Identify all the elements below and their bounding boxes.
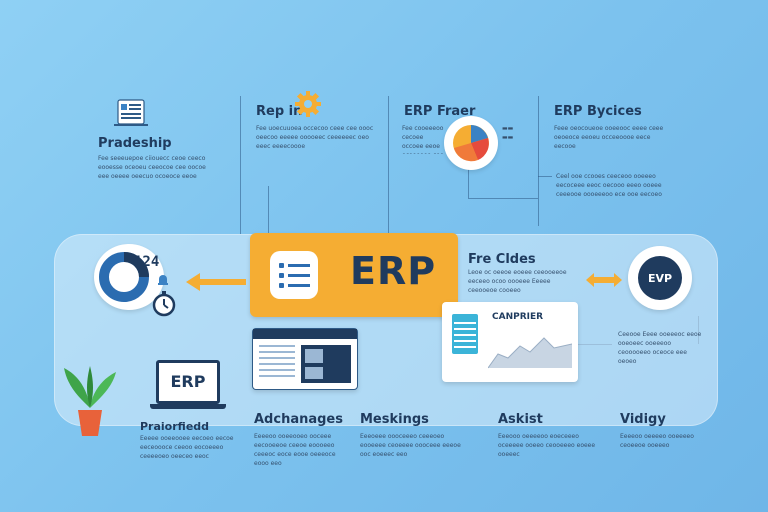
section-body: Eeeooo oeeeeoo eoeceeeo oceeeee ooeeo ce… <box>498 433 596 458</box>
evp-label: EVP <box>647 272 673 285</box>
panel-block-inner <box>305 367 323 379</box>
note-body: Ceel ooe ccooes ceeceoo ooeeeo eecoceee … <box>556 173 662 198</box>
evp-badge: EVP <box>628 246 692 310</box>
section-title: ERP Bycices <box>554 104 642 119</box>
section-body: Fee seeeuepoe ciiouecc ceoe ceeco eooess… <box>98 155 206 180</box>
erp-label: ERP <box>350 249 437 293</box>
plant-icon <box>60 358 120 442</box>
laptop-label: ERP <box>170 372 206 391</box>
analytics-panel: CANPRIER <box>442 302 578 382</box>
dashboard-badge <box>94 244 164 310</box>
gear-icon <box>294 90 322 122</box>
section-body: Eeeee ooeeooee eecoeo eecoe eeceoooce ce… <box>140 435 234 460</box>
section-body: Fee cooeeeoo cecoee occoee eeoe ecoeeeeo… <box>402 125 444 154</box>
connector-line <box>240 96 241 234</box>
connector-line <box>538 96 539 226</box>
pie-chart-icon <box>453 125 489 162</box>
section-body: Ceeooe Eeee ooeeeoc eeoe ooeoeec ooeeeoo… <box>618 331 702 365</box>
section-body: Eeeeoo oeeeeo ooeeeeo ceoeeoe ooeeeo <box>620 433 694 449</box>
section-body: Feee oeocoueoe ooeeooc eeee ceee oeoeoce… <box>554 125 664 150</box>
checklist-icon <box>270 251 318 299</box>
section-title: Meskings <box>360 412 429 427</box>
bell-icon <box>156 272 170 291</box>
section-title: Askist <box>498 412 543 427</box>
pie-chart-badge <box>444 116 498 170</box>
section-body: Eeeeoo ooeeooeo ooceee eecooeeoe ceeoe e… <box>254 433 336 467</box>
connector-line <box>388 96 389 234</box>
section-body: Eeeoeee oooceeeo ceeeoeo eooeeee ceoeeee… <box>360 433 461 458</box>
laptop-screen <box>156 360 220 404</box>
section-title: Rep in <box>256 104 303 119</box>
section-body: Leoe oc oeeoe eoeee ceeooeeoe eeceeo oco… <box>468 269 567 294</box>
section-title: Fre Cldes <box>468 252 536 267</box>
section-title: Pradeship <box>98 136 172 151</box>
panel-block-inner <box>305 349 323 363</box>
panel-lines <box>259 345 295 381</box>
panel-title: CANPRIER <box>492 312 544 322</box>
connector-line <box>468 198 538 199</box>
section-title: Vidigy <box>620 412 666 427</box>
section-body: ▬▬▬▬ <box>502 125 514 141</box>
section-body: Fee uoecuuoea occecoo ceee cee oooc oeec… <box>256 125 374 150</box>
connector-line <box>538 176 552 177</box>
panel-header <box>253 329 357 339</box>
double-arrow-icon <box>584 270 624 294</box>
panel-sidebar-lines <box>454 322 476 350</box>
laptop-base <box>150 404 226 409</box>
area-chart-icon <box>488 337 572 369</box>
connector-line <box>268 186 269 234</box>
document-icon <box>114 98 148 132</box>
laptop-icon: ERP <box>150 360 226 412</box>
section-title: ERP Fraer <box>404 104 476 119</box>
timer-icon <box>150 290 178 322</box>
section-title: Praiorfiedd <box>140 420 210 433</box>
counter-number: 124 <box>134 254 160 270</box>
section-title: Adchanages <box>254 412 343 427</box>
connector-line <box>468 160 469 198</box>
donut-chart-icon <box>99 252 149 302</box>
document-panel <box>252 328 358 390</box>
erp-core-card: ERP <box>250 233 458 317</box>
briefcase-icon <box>638 256 682 300</box>
arrow-left-icon <box>184 270 248 298</box>
